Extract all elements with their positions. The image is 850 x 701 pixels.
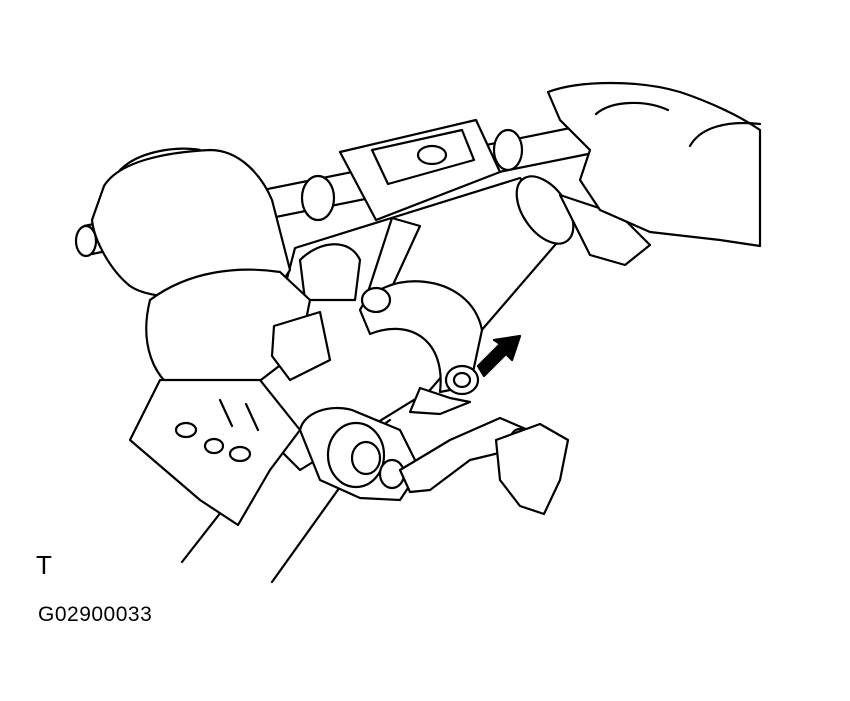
lower-plate xyxy=(270,310,332,382)
figure-corner-letter: T xyxy=(36,550,52,580)
figure-code: G02900033 xyxy=(38,603,153,626)
clamp-band xyxy=(358,280,484,396)
right-hand xyxy=(546,81,762,248)
tap-wrench-body xyxy=(300,118,524,302)
indicator-arrow xyxy=(476,334,522,378)
left-hand xyxy=(90,147,312,527)
bracket-arm xyxy=(398,386,570,516)
universal-joint xyxy=(298,406,422,502)
